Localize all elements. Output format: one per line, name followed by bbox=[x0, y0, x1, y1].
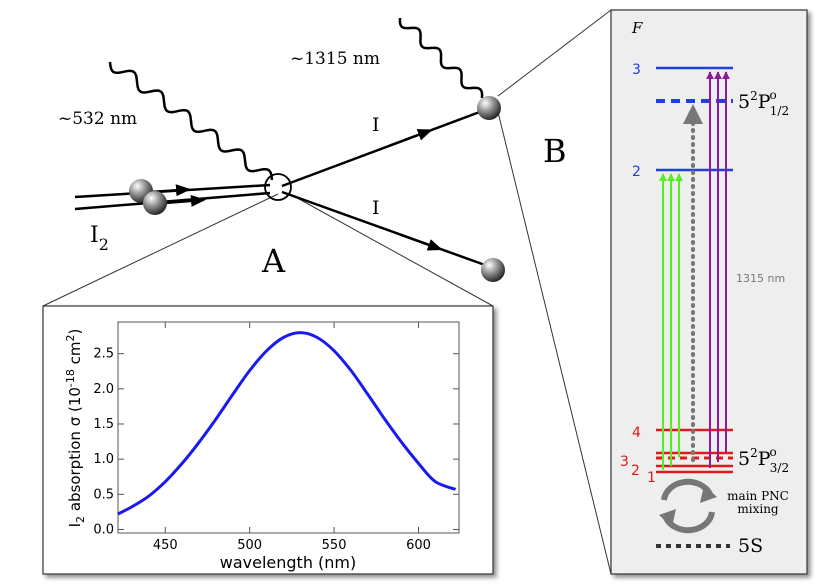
y-axis: 0.0 0.5 1.0 1.5 2.0 2.5 bbox=[93, 347, 459, 537]
molecule-direction-arrow-lower bbox=[164, 194, 206, 207]
y-tick-label: 1.0 bbox=[93, 452, 114, 467]
x-axis-label: wavelength (nm) bbox=[220, 553, 357, 572]
level-p12-f2-label: 2 bbox=[632, 164, 641, 180]
y-axis-label: I2 absorption σ (10-18 cm2) bbox=[64, 329, 87, 528]
level-p32-f4-label: 4 bbox=[632, 425, 641, 441]
photon-532-wave bbox=[108, 61, 274, 181]
level-p32-f1-label: 1 bbox=[647, 470, 656, 486]
atom-lower bbox=[481, 258, 505, 282]
transition-wavelength-label: 1315 nm bbox=[736, 272, 785, 285]
atom-lower-label: I bbox=[372, 197, 380, 219]
x-tick-label: 550 bbox=[322, 538, 347, 553]
inset-connector-left bbox=[42, 193, 279, 307]
f-header: F bbox=[631, 19, 643, 37]
atom-upper bbox=[477, 96, 501, 120]
mixing-label-line1: main PNC bbox=[727, 489, 789, 503]
y-tick-label: 0.0 bbox=[93, 522, 114, 537]
x-tick-label: 500 bbox=[237, 538, 262, 553]
molecule-label: I2 bbox=[90, 223, 109, 254]
photon-1315-wave bbox=[398, 18, 484, 98]
molecule-path-lower bbox=[74, 191, 271, 211]
atom-arrow-upper bbox=[389, 129, 433, 147]
mixing-label-line2: mixing bbox=[737, 502, 779, 516]
level-p32-f2-label: 2 bbox=[631, 463, 640, 479]
y-tick-label: 0.5 bbox=[93, 487, 114, 502]
y-tick-label: 2.5 bbox=[93, 347, 114, 362]
inset-connector-right bbox=[289, 193, 494, 307]
x-axis: 450 500 550 600 bbox=[153, 322, 431, 553]
level-p12-f3-label: 3 bbox=[632, 62, 641, 78]
panel-connector-top bbox=[497, 9, 612, 97]
label-1315: ~1315 nm bbox=[290, 49, 380, 69]
y-tick-label: 1.5 bbox=[93, 417, 114, 432]
absorption-curve bbox=[117, 331, 457, 516]
pnc-mixing-cycle-icon bbox=[659, 478, 717, 534]
region-a-label: A bbox=[261, 242, 286, 280]
dissociation-point-a bbox=[264, 173, 292, 201]
label-532: ~532 nm bbox=[58, 109, 137, 129]
region-b-label: B bbox=[543, 132, 567, 170]
atom-upper-label: I bbox=[372, 114, 380, 136]
atom-arrow-lower bbox=[399, 233, 443, 251]
atom-path-upper bbox=[281, 108, 486, 188]
x-tick-label: 450 bbox=[153, 538, 178, 553]
absorption-inset: 450 500 550 600 0.0 0.5 1.0 1.5 2.0 2.5 waveleng… bbox=[42, 305, 494, 575]
y-tick-label: 2.0 bbox=[93, 382, 114, 397]
x-tick-label: 600 bbox=[406, 538, 431, 553]
atom-path-lower bbox=[281, 190, 486, 267]
plot-area bbox=[117, 321, 460, 534]
label-5s: 5S bbox=[738, 535, 763, 557]
molecule-atom-2 bbox=[143, 191, 167, 215]
panel-connector-bottom bbox=[497, 111, 612, 575]
level-p32-f3-label: 3 bbox=[620, 454, 629, 470]
